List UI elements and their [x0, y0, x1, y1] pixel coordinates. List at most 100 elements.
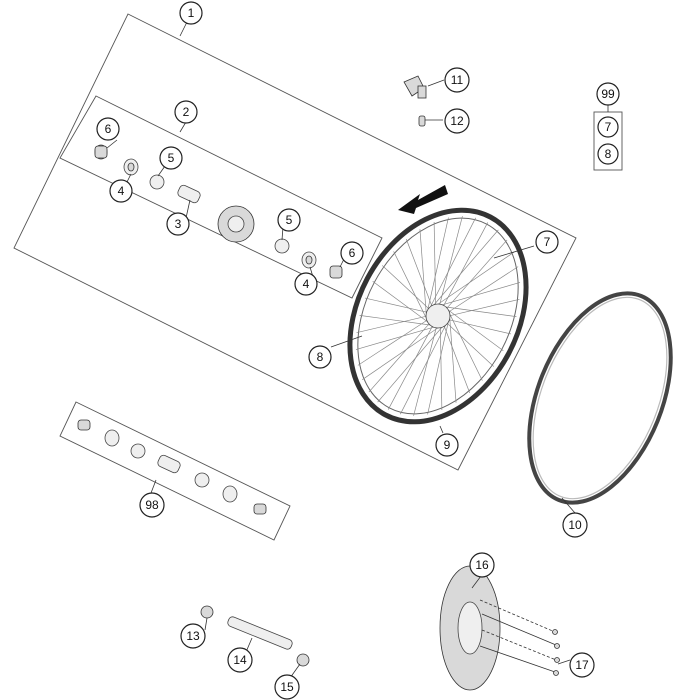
svg-text:11: 11 — [451, 73, 464, 87]
spoke — [357, 320, 428, 366]
spoke — [449, 298, 520, 317]
svg-text:4: 4 — [118, 184, 125, 198]
bearing-4b-inner — [305, 255, 313, 265]
callout-9: 9 — [435, 433, 459, 457]
svg-text:6: 6 — [105, 122, 112, 136]
callout-6b: 6 — [340, 241, 364, 265]
svg-text:99: 99 — [601, 87, 615, 101]
callout-6a: 6 — [96, 117, 120, 141]
callout-4b: 4 — [294, 272, 318, 296]
wheel-assembly-frame — [13, 13, 577, 471]
svg-text:1: 1 — [188, 6, 195, 20]
spoke — [419, 229, 427, 314]
callout-7: 7 — [535, 230, 559, 254]
spoke — [427, 217, 449, 310]
svg-text:16: 16 — [475, 558, 489, 572]
callout-8: 8 — [308, 345, 332, 369]
spoke — [433, 221, 436, 305]
spoke — [393, 251, 427, 318]
svg-text:10: 10 — [568, 518, 582, 532]
nut-15-shape — [296, 653, 310, 667]
callout-15: 15 — [274, 674, 300, 700]
spoke — [439, 216, 463, 305]
callout-99: 99 — [596, 82, 620, 106]
callout-5a: 5 — [159, 146, 183, 170]
wheel-hub-center — [425, 303, 451, 329]
callout-17: 17 — [569, 652, 595, 678]
valve-cap-12-shape — [418, 115, 426, 127]
callout-5b: 5 — [277, 208, 301, 232]
svg-text:15: 15 — [280, 680, 294, 694]
callout-3: 3 — [166, 212, 190, 236]
hub-parts — [94, 144, 343, 279]
leader-lines — [106, 21, 609, 679]
svg-text:98: 98 — [145, 498, 159, 512]
spoke — [377, 327, 443, 403]
hub-center — [227, 215, 245, 233]
callout-10: 10 — [562, 512, 588, 538]
hub-assembly-frame — [59, 95, 383, 299]
ring-5b-shape — [274, 238, 290, 254]
svg-text:7: 7 — [544, 235, 551, 249]
bearing-kit-parts — [77, 419, 267, 515]
spoke — [446, 239, 508, 309]
svg-text:12: 12 — [450, 114, 464, 128]
callout-2: 2 — [174, 100, 198, 124]
callout-1: 1 — [179, 1, 203, 25]
spoke — [355, 326, 434, 350]
callout-98: 98 — [139, 492, 165, 518]
spoke — [442, 282, 521, 306]
axle-14-shape — [227, 616, 293, 650]
spoke — [449, 314, 483, 381]
bearing-4a-inner — [127, 162, 135, 172]
spoke — [362, 327, 438, 380]
svg-text:17: 17 — [575, 658, 589, 672]
callout-12: 12 — [444, 108, 470, 134]
spacer-3-shape — [177, 184, 201, 204]
ring-5a-shape — [149, 174, 165, 190]
svg-text:3: 3 — [175, 217, 182, 231]
spoke — [356, 315, 427, 334]
spoke — [433, 229, 499, 305]
spacer-13-shape — [200, 605, 214, 619]
spoke — [440, 327, 443, 411]
spoke — [387, 326, 433, 410]
svg-text:8: 8 — [317, 350, 324, 364]
rim-outer — [347, 207, 529, 425]
spoke — [382, 265, 429, 309]
spoke — [443, 222, 489, 306]
spoke — [443, 326, 471, 394]
spoke — [448, 266, 519, 312]
spoke — [445, 306, 517, 317]
valve-parts — [403, 75, 427, 127]
svg-text:9: 9 — [444, 438, 451, 452]
wheel — [347, 207, 529, 425]
spoke — [372, 280, 428, 323]
spoke — [447, 323, 494, 367]
callout-4a: 4 — [109, 179, 133, 203]
svg-text:5: 5 — [168, 151, 175, 165]
spoke — [449, 319, 512, 335]
spoke — [364, 297, 427, 313]
axle-parts — [200, 605, 310, 667]
spoke — [427, 322, 449, 415]
brake-disc-parts — [439, 565, 560, 691]
spoke — [368, 323, 430, 393]
svg-text:7: 7 — [605, 120, 612, 134]
callout-99-7: 7 — [597, 116, 619, 138]
svg-text:8: 8 — [605, 147, 612, 161]
callout-16: 16 — [469, 552, 495, 578]
callout-11: 11 — [444, 67, 470, 93]
bearing-kit-frame — [59, 401, 291, 541]
spoke — [400, 325, 446, 415]
callout-99-8: 8 — [597, 143, 619, 165]
rim-tape-outer — [527, 291, 673, 505]
svg-text:2: 2 — [183, 105, 190, 119]
svg-text:4: 4 — [303, 277, 310, 291]
seal-6a-body — [94, 145, 108, 159]
rim-tape-inner — [532, 296, 668, 500]
callout-14: 14 — [227, 647, 253, 673]
svg-text:6: 6 — [349, 246, 356, 260]
seal-6b-shape — [329, 265, 343, 279]
